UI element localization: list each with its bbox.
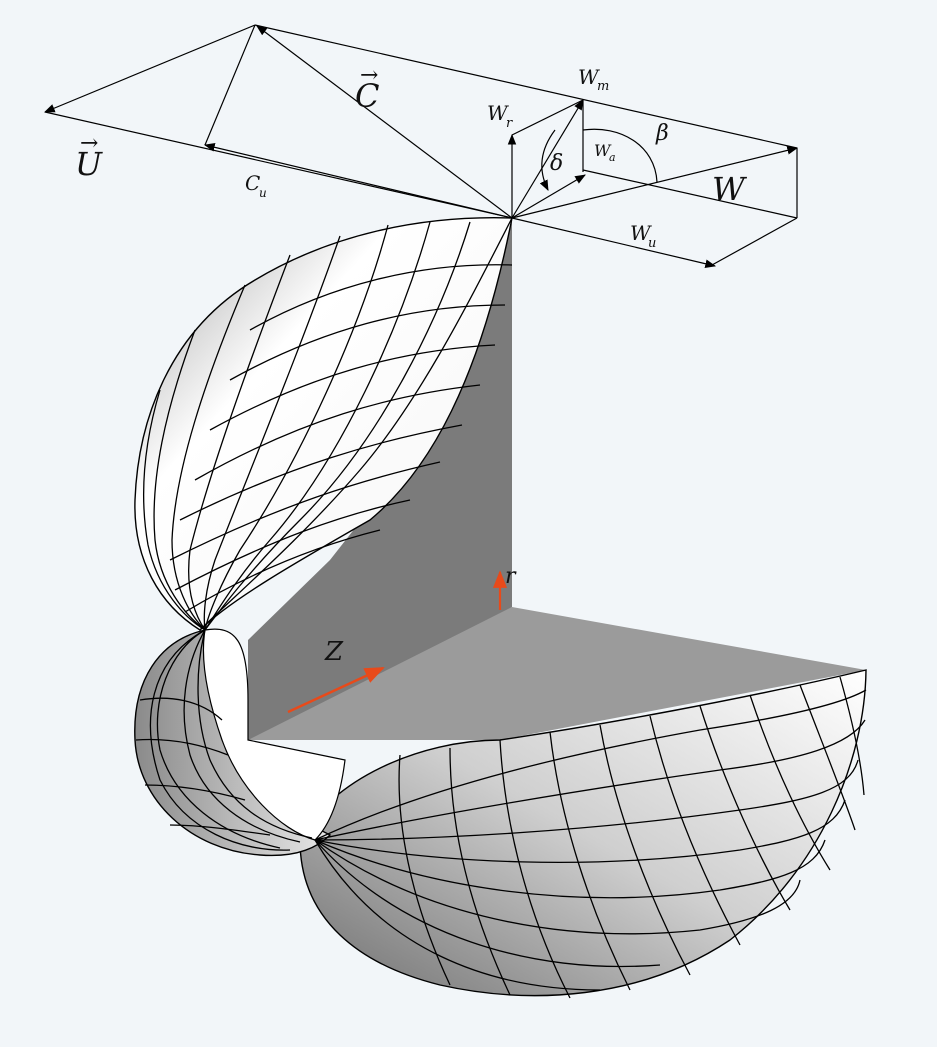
svg-text:m: m [597,79,609,94]
right-bottom-line [711,217,798,266]
inlet-ring-mesh [135,629,313,851]
beta-angle-arc [582,128,658,183]
svg-text:W: W [630,221,652,245]
inlet-opening [202,628,346,841]
r-axis-label: r [505,564,517,589]
u-vector [44,24,256,113]
svg-text:W: W [487,101,509,125]
cu-connector [204,24,256,146]
w-vector [511,146,799,219]
svg-text:W: W [594,141,612,160]
wu-label: W u [630,221,656,251]
wu-vector [511,217,717,268]
top-parallel-line [254,24,798,149]
wr-label: W r [487,101,513,131]
delta-angle-arc [539,129,556,191]
cu-vector [203,143,513,219]
c-label: C [355,77,379,115]
meridional-plane [248,220,512,740]
svg-text:C: C [245,171,260,195]
c-arrow-mark: → [360,63,378,88]
svg-text:u: u [648,236,656,251]
u-arrow-mark: → [80,131,98,156]
wm-vector [511,99,584,219]
impeller-shell: Z r [134,217,867,999]
top-shroud-surface [134,217,513,631]
wm-label: W m [578,65,609,94]
c-vector [256,25,513,219]
cu-label: C u [245,171,267,200]
w-label: W [712,170,748,208]
right-mid-line [582,169,798,219]
wm-connector [511,99,584,136]
z-axis-arrow [287,666,385,714]
velocity-triangle: → U → C C u W m W r W a W u W β δ [44,24,799,268]
svg-text:W: W [578,65,600,89]
u-base-line [44,111,513,219]
svg-text:r: r [506,116,513,131]
bottom-hub-mesh [314,676,867,999]
beta-label: β [655,121,669,146]
wa-base [511,174,586,219]
z-axis-label: Z [324,637,344,667]
u-label: U [75,145,103,183]
top-shroud-mesh [142,217,513,631]
svg-text:a: a [609,151,616,164]
axial-plane [248,607,866,740]
delta-label: δ [550,151,563,176]
wa-label: W a [594,141,616,164]
svg-text:u: u [259,186,267,200]
